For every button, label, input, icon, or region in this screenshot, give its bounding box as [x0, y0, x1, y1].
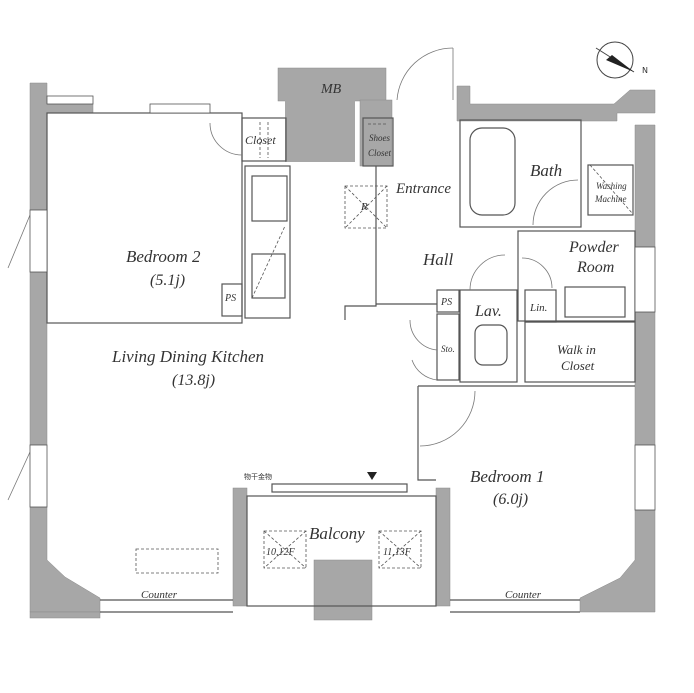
ps-right-label: PS — [440, 297, 452, 308]
shoes-closet-label-1: Shoes — [369, 133, 390, 143]
closet-label: Closet — [245, 133, 276, 147]
balcony-label: Balcony — [309, 524, 365, 543]
exterior-walls — [29, 67, 656, 621]
bedroom1-size: (6.0j) — [493, 491, 528, 508]
powder-room-label-1: Powder — [568, 239, 620, 256]
dashed-items — [135, 122, 633, 574]
hanger-label: 物干金物 — [244, 472, 272, 481]
mb-label: MB — [320, 82, 342, 97]
unit-left-label: 10,12F — [266, 547, 296, 558]
washing-machine-label-1: Washing — [596, 181, 627, 191]
windows — [29, 95, 656, 511]
compass-icon — [595, 41, 635, 79]
ldk-label: Living Dining Kitchen — [111, 347, 264, 366]
compass-label: N — [642, 66, 648, 75]
hall-label: Hall — [422, 250, 454, 269]
door-swings — [7, 47, 579, 501]
shoes-closet-label-2: Closet — [368, 148, 392, 158]
bath-label: Bath — [530, 161, 562, 180]
marker-triangle — [367, 472, 377, 480]
sto-label: Sto. — [441, 344, 455, 354]
lin-label: Lin. — [529, 302, 547, 314]
walk-in-closet-label-2: Closet — [561, 358, 595, 373]
interior-walls — [46, 112, 636, 613]
lav-label: Lav. — [474, 303, 502, 320]
powder-room-label-2: Room — [576, 259, 614, 276]
bedroom1-label: Bedroom 1 — [470, 467, 544, 486]
bedroom2-size: (5.1j) — [150, 272, 185, 289]
ldk-size: (13.8j) — [172, 372, 215, 389]
ps-left-label: PS — [224, 293, 236, 304]
entrance-label: Entrance — [395, 181, 451, 197]
unit-right-label: 11,13F — [383, 547, 412, 558]
washing-machine-label-2: Machine — [594, 194, 627, 204]
refrigerator-label: R — [360, 201, 368, 213]
counter-right-label: Counter — [505, 589, 542, 601]
bedroom2-label: Bedroom 2 — [126, 247, 201, 266]
counter-left-label: Counter — [141, 589, 178, 601]
walk-in-closet-label-1: Walk in — [557, 342, 596, 357]
shaft-wall — [285, 100, 355, 162]
